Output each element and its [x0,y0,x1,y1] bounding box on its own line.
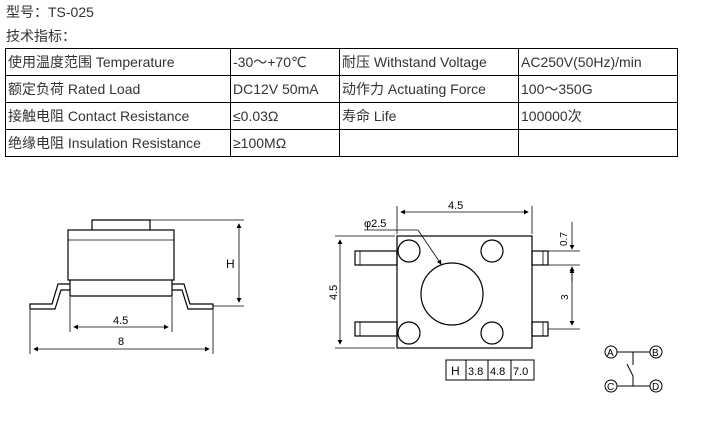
spec-cell: 使用温度范围 Temperature [5,48,231,76]
terminal-d-label: D [652,382,659,393]
table-row: 绝缘电阻 Insulation Resistance ≥100MΩ [5,129,678,157]
actuator-circle [420,262,484,326]
spec-cell: AC250V(50Hz)/min [518,48,678,76]
dim-pin-width-label: 0.7 [559,232,570,246]
dim-diameter [364,229,442,265]
left-lead [29,283,70,310]
table-row: 使用温度范围 Temperature -30～+70℃ 耐压 Withstand… [5,48,678,76]
dim-total-width [29,310,214,354]
pin-stripes [359,251,544,336]
dim-inner-width [69,297,173,332]
spec-table: 使用温度范围 Temperature -30～+70℃ 耐压 Withstand… [5,48,678,157]
terminal-a-label: A [607,348,614,359]
dim-inner-label: 4.5 [113,315,128,327]
dim-total-label: 8 [118,336,124,348]
dim-pin-spacing-label: 3 [560,294,571,300]
dim-top-width [396,206,533,234]
switch-base [69,280,173,297]
pin [531,250,549,266]
corner-circle [480,321,504,345]
button-cap [91,219,151,230]
height-table [445,359,535,381]
spec-cell: 额定负荷 Rated Load [5,75,231,103]
top-view [354,235,549,349]
side-view [29,219,214,310]
height-table-label: H [451,364,460,378]
spec-cell: 绝缘电阻 Insulation Resistance [5,129,231,157]
spec-cell: 动作力 Actuating Force [339,75,519,103]
spec-cell: DC12V 50mA [230,75,340,103]
corner-circle [480,239,504,263]
corner-circle [397,321,421,345]
spec-cell [339,129,519,157]
spec-cell: 耐压 Withstand Voltage [339,48,519,76]
dim-pin-spacing [548,268,580,330]
switch-body [67,229,175,281]
pin [354,250,398,266]
terminal-b-label: B [652,348,659,359]
dim-top-height-label: 4.5 [328,285,340,300]
dim-top-width-label: 4.5 [448,200,463,212]
pin [531,321,549,337]
spec-cell: 接触电阻 Contact Resistance [5,102,231,130]
top-body [396,235,533,349]
terminal-c-label: C [607,382,614,393]
right-lead [172,283,214,310]
spec-cell [518,129,678,157]
height-table-value: 7.0 [513,366,528,378]
dim-pin-width [548,222,580,282]
pin [354,321,398,337]
spec-cell: 100～350G [518,75,678,103]
dim-h-label: H [226,257,235,271]
spec-cell: ≤0.03Ω [230,102,340,130]
dim-h [150,219,244,307]
corner-circle [397,239,421,263]
spec-cell: ≥100MΩ [230,129,340,157]
height-table-value: 3.8 [468,366,483,378]
height-table-value: 4.8 [490,366,505,378]
model-number: 型号：TS-025 [6,4,94,20]
circuit-symbol [604,345,663,393]
table-row: 额定负荷 Rated Load DC12V 50mA 动作力 Actuating… [5,75,678,103]
spec-heading: 技术指标： [6,28,76,44]
dim-diameter-label: φ2.5 [364,218,386,230]
dim-top-height [335,235,395,349]
